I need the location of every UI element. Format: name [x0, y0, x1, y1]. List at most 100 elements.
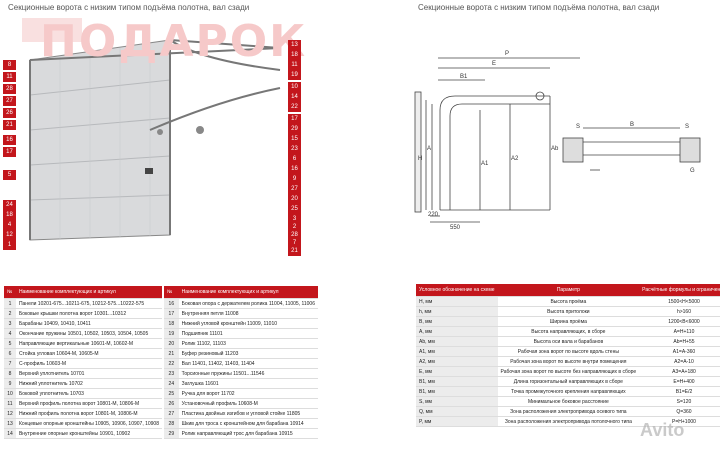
table-cell: 29: [164, 428, 179, 439]
table-cell: Минимальное боковое расстояние: [497, 396, 640, 407]
part-badge: 27: [3, 96, 16, 106]
table-cell: P=H+1000: [639, 416, 720, 427]
table-cell: 28: [164, 418, 179, 429]
table-cell: Концевые опорные кронштейны 10905, 10906…: [15, 418, 162, 429]
table-cell: 19: [164, 328, 179, 339]
table-cell: Ручка для ворот 11702: [178, 388, 318, 399]
table-cell: 12: [4, 408, 16, 419]
dim-label-ab: Ab: [551, 146, 559, 152]
table-cell: 1: [4, 298, 16, 309]
table-cell: Пластина двойных изгибов и угловой стойк…: [178, 408, 318, 419]
part-badge: 28: [288, 230, 301, 240]
table-cell: Нижний уплотнитель 10702: [15, 378, 162, 389]
table-cell: 22: [164, 358, 179, 369]
dim-label-s2: S: [685, 124, 689, 130]
table-cell: 13: [4, 418, 16, 429]
table-cell: Высота проёма: [497, 296, 640, 307]
part-badge: 29: [288, 124, 301, 134]
part-badge: 11: [288, 60, 301, 70]
table-cell: 17: [164, 308, 179, 319]
part-badge: 27: [288, 184, 301, 194]
table-cell: Высота оси вала и барабанов: [497, 336, 640, 347]
table-cell: h, мм: [416, 306, 498, 317]
table-cell: Ширина проёма: [497, 316, 640, 327]
part-badge: 2: [288, 222, 301, 232]
part-badge: 1: [3, 240, 16, 250]
table-cell: Q=360: [639, 406, 720, 417]
table-cell: 9: [4, 378, 16, 389]
table-cell: 11: [4, 398, 16, 409]
table-cell: Вал 11401, 11402, 11403, 11404: [178, 358, 318, 369]
dim-label-b1: B1: [460, 74, 468, 80]
table-cell: 16: [164, 298, 179, 309]
table-cell: Точка промежуточного крепления направляю…: [497, 386, 640, 397]
table-cell: Высота направляющих, в сборе: [497, 326, 640, 337]
part-badge: 22: [288, 102, 301, 112]
table-cell: Зона расположения электропривода потолоч…: [497, 416, 640, 427]
table-cell: Ролик 11102, 11103: [178, 338, 318, 349]
table-cell: P, мм: [416, 416, 498, 427]
part-badge: 17: [288, 114, 301, 124]
table-cell: B1=E/2: [639, 386, 720, 397]
table-cell: 3: [4, 318, 16, 329]
table-cell: 10: [4, 388, 16, 399]
part-badge: 28: [3, 84, 16, 94]
col-num: №: [164, 286, 179, 299]
table-cell: B1, мм: [416, 376, 498, 387]
dim-label-g: G: [690, 168, 695, 174]
dim-label-s: S: [576, 124, 580, 130]
dim-label-220: 220: [428, 212, 439, 218]
table-cell: Боковая опора с держателем ролика 11004,…: [178, 298, 318, 309]
table-cell: 1500<H<5000: [639, 296, 720, 307]
col-symbol: Условное обозначение на схеме: [416, 284, 498, 297]
table-cell: 23: [164, 368, 179, 379]
table-cell: Ab, мм: [416, 336, 498, 347]
table-cell: С-профиль 10603-М: [15, 358, 162, 369]
table-cell: 24: [164, 378, 179, 389]
part-badge: 9: [288, 174, 301, 184]
table-cell: A1=A-360: [639, 346, 720, 357]
table-cell: Q, мм: [416, 406, 498, 417]
table-cell: S, мм: [416, 396, 498, 407]
table-cell: 1200<B<6000: [639, 316, 720, 327]
dim-label-h: H: [418, 156, 422, 162]
part-badge: 15: [288, 134, 301, 144]
dim-label-a1: A1: [481, 161, 489, 167]
table-cell: Шкив для троса с кронштейном для барабан…: [178, 418, 318, 429]
part-badge: 24: [3, 200, 16, 210]
part-badge: 18: [288, 50, 301, 60]
table-cell: A2, мм: [416, 356, 498, 367]
table-cell: B1, мм: [416, 386, 498, 397]
table-cell: E=H+400: [639, 376, 720, 387]
table-cell: Окончание пружины 10501, 10502, 10503, 1…: [15, 328, 162, 339]
table-cell: S=120: [639, 396, 720, 407]
part-badge: 10: [288, 82, 301, 92]
avito-watermark: Avito: [640, 420, 685, 440]
table-cell: Нижний профиль полотна ворот 10801-М, 10…: [15, 408, 162, 419]
part-badge: 21: [288, 246, 301, 256]
table-cell: 8: [4, 368, 16, 379]
table-cell: Заглушка 11601: [178, 378, 318, 389]
left-title: Секционные ворота с низким типом подъёма…: [8, 3, 250, 12]
part-badge: 19: [288, 70, 301, 80]
table-cell: h>160: [639, 306, 720, 317]
table-cell: 2: [4, 308, 16, 319]
